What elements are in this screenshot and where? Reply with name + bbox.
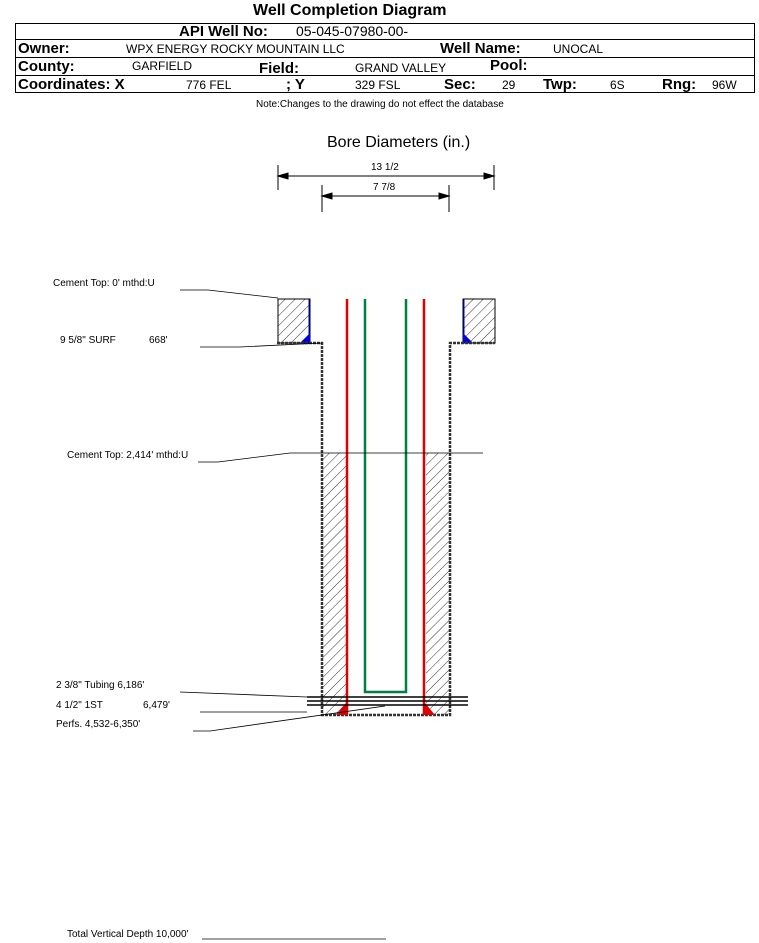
owner-label: Owner: <box>18 40 70 57</box>
twp-label: Twp: <box>543 76 577 93</box>
tubing <box>363 299 408 694</box>
owner-value: WPX ENERGY ROCKY MOUNTAIN LLC <box>126 42 345 56</box>
dimension-inner <box>320 185 451 212</box>
cement-top-1-label: Cement Top: 0' mthd:U <box>53 278 155 289</box>
well-name-label: Well Name: <box>440 40 521 57</box>
coord-x-value: 776 FEL <box>186 78 232 92</box>
bore-diameters-title: Bore Diameters (in.) <box>327 134 471 151</box>
production-casing <box>345 299 426 715</box>
sec-value: 29 <box>502 78 516 92</box>
surf-casing-label: 9 5/8" SURF <box>60 335 116 346</box>
pool-label: Pool: <box>490 57 528 74</box>
surface-cement <box>277 298 496 344</box>
cement-top-2-label: Cement Top: 2,414' mthd:U <box>67 450 189 461</box>
well-name-value: UNOCAL <box>553 42 604 56</box>
rng-label: Rng: <box>662 76 697 93</box>
surf-depth-label: 668' <box>149 335 168 346</box>
api-value: 05-045-07980-00- <box>296 23 409 39</box>
note: Note:Changes to the drawing do not effec… <box>256 99 504 110</box>
coord-x-label: Coordinates: X <box>18 76 125 93</box>
tubing-label: 2 3/8" Tubing 6,186' <box>56 680 145 691</box>
field-value: GRAND VALLEY <box>355 61 447 75</box>
dimension-outer <box>276 165 496 190</box>
api-label: API Well No: <box>179 23 268 40</box>
sec-label: Sec: <box>444 76 476 93</box>
leader-lines <box>179 289 483 940</box>
production-cement <box>322 453 450 715</box>
rng-value: 96W <box>712 78 737 92</box>
tvd-label: Total Vertical Depth 10,000' <box>67 929 189 940</box>
prod-depth-label: 6,479' <box>143 700 170 711</box>
field-label: Field: <box>259 60 299 77</box>
county-value: GARFIELD <box>132 59 193 73</box>
prod-casing-label: 4 1/2" 1ST <box>56 700 103 711</box>
well-header-table <box>15 23 755 93</box>
coord-y-value: 329 FSL <box>355 78 401 92</box>
open-hole-wall <box>277 341 495 717</box>
coord-y-label: ; Y <box>286 76 305 93</box>
dim-outer-label: 13 1/2 <box>371 162 399 173</box>
twp-value: 6S <box>610 78 625 92</box>
county-label: County: <box>18 58 75 75</box>
page-title: Well Completion Diagram <box>253 2 447 19</box>
perfs-label: Perfs. 4,532-6,350' <box>56 719 141 730</box>
dim-inner-label: 7 7/8 <box>373 182 396 193</box>
depth-markers <box>307 696 468 706</box>
